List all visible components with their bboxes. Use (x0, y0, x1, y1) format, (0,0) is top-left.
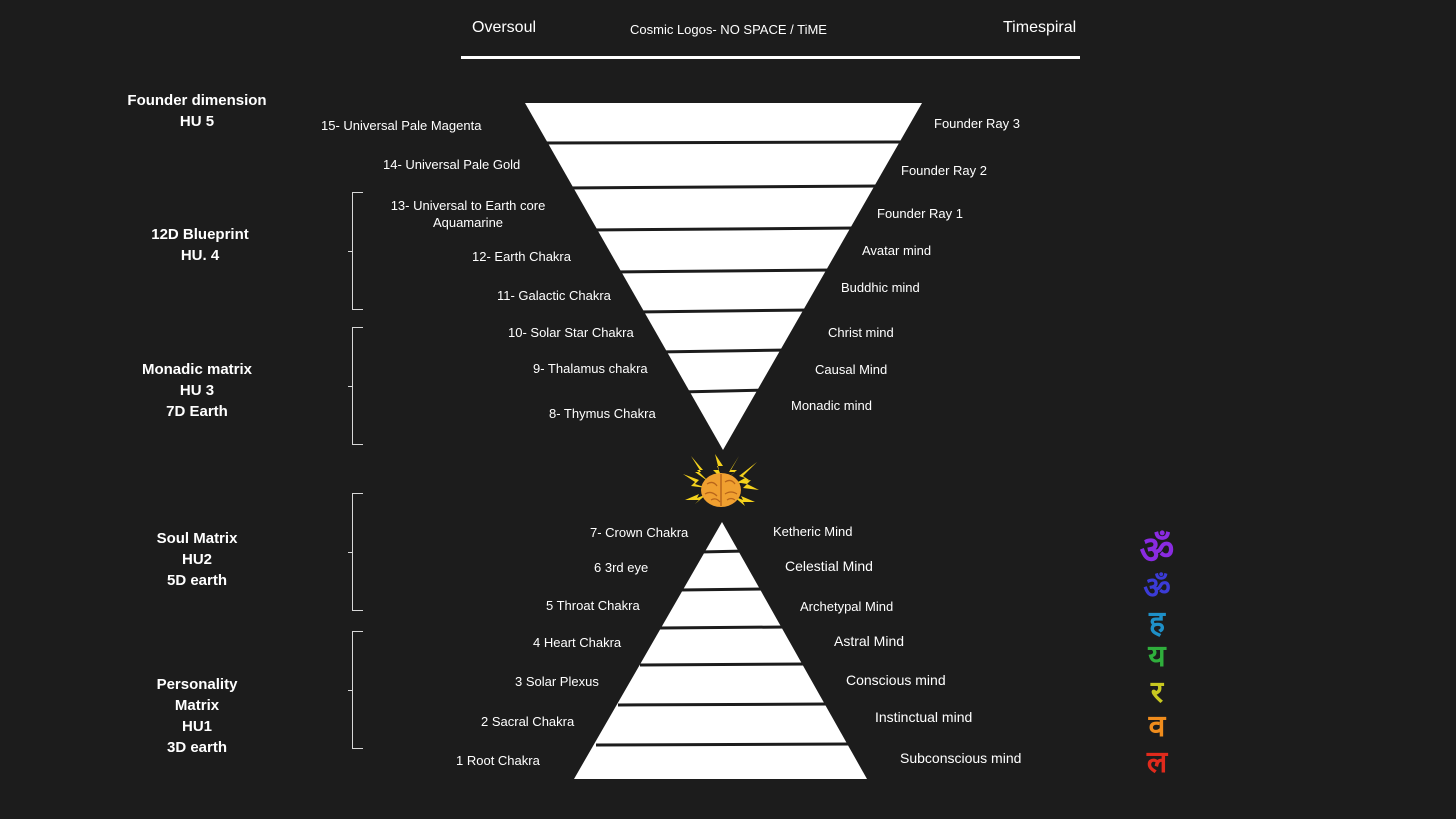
bija-lam-root-icon: ल (1146, 745, 1168, 780)
header-cosmic-logos: Cosmic Logos- NO SPACE / TiME (630, 22, 827, 37)
instinctual-mind-label: Instinctual mind (875, 709, 973, 725)
subconscious-mind-label: Subconscious mind (900, 750, 1022, 766)
bija-ram-solar-plexus-icon: र (1150, 675, 1164, 710)
chakra-8-label: 8- Thymus Chakra (549, 406, 656, 421)
bracket-12d-blueprint (348, 192, 363, 310)
group-12d-blueprint: 12D Blueprint HU. 4 (100, 224, 300, 266)
group-line: Soul Matrix (156, 530, 238, 547)
ketheric-mind-label: Ketheric Mind (773, 524, 853, 539)
christ-mind-label: Christ mind (828, 325, 894, 340)
bija-om-third-eye-icon: ॐ (1143, 571, 1171, 606)
upper-triangle-shape (525, 103, 922, 450)
celestial-mind-label: Celestial Mind (785, 558, 873, 574)
group-line: 7D Earth (166, 403, 228, 420)
bracket-personality-matrix (348, 631, 363, 749)
group-line: HU 3 (179, 382, 215, 399)
bija-vam-sacral-icon: व (1148, 709, 1166, 744)
header-oversoul: Oversoul (472, 19, 537, 36)
chakra-9-label: 9- Thalamus chakra (533, 361, 648, 376)
chakra-15-label: 15- Universal Pale Magenta (321, 118, 482, 133)
chakra-2-label: 2 Sacral Chakra (481, 714, 575, 729)
lower-triangle-shape (574, 522, 867, 779)
chakra-6-label: 6 3rd eye (594, 560, 649, 575)
chakra-5-label: 5 Throat Chakra (546, 598, 640, 613)
chakra-7-label: 7- Crown Chakra (590, 525, 689, 540)
founder-ray-3-label: Founder Ray 3 (934, 116, 1020, 131)
group-line: HU2 (181, 551, 212, 568)
chakra-13-line-1: 13- Universal to Earth core (390, 198, 546, 213)
causal-mind-label: Causal Mind (815, 362, 888, 377)
group-line: 5D earth (166, 572, 228, 589)
conscious-mind-label: Conscious mind (846, 672, 946, 688)
group-monadic-matrix: Monadic matrix HU 3 7D Earth (97, 359, 297, 422)
group-line: Matrix (174, 697, 220, 714)
brain-lightning-icon (683, 454, 759, 507)
upper-triangle-dividers (539, 140, 906, 394)
group-soul-matrix: Soul Matrix HU2 5D earth (97, 528, 297, 591)
header-timespiral: Timespiral (1003, 19, 1077, 36)
group-line: HU1 (181, 718, 212, 735)
group-line: 12D Blueprint (151, 226, 249, 243)
lower-triangle-dividers (595, 549, 852, 747)
chakra-11-label: 11- Galactic Chakra (497, 288, 611, 303)
chakra-13-label: 13- Universal to Earth core Aquamarine (378, 197, 558, 231)
group-line: Personality (156, 676, 238, 693)
chakra-14-label: 14- Universal Pale Gold (383, 157, 521, 172)
founder-ray-1-label: Founder Ray 1 (877, 206, 963, 221)
bracket-monadic-matrix (348, 327, 363, 445)
buddhic-mind-label: Buddhic mind (841, 280, 920, 295)
group-line: HU. 4 (180, 247, 220, 264)
upright-triangle (574, 522, 867, 779)
chakra-10-label: 10- Solar Star Chakra (508, 325, 634, 340)
group-line: 3D earth (166, 739, 228, 756)
header-divider (461, 56, 1080, 59)
group-line: HU 5 (179, 113, 215, 130)
chakra-12-label: 12- Earth Chakra (472, 249, 571, 264)
chakra-3-label: 3 Solar Plexus (515, 674, 599, 689)
chakra-4-label: 4 Heart Chakra (533, 635, 622, 650)
group-line: Founder dimension (127, 92, 267, 109)
bija-ham-throat-icon: ह (1149, 605, 1165, 640)
chakra-13-line-2: Aquamarine (432, 215, 504, 230)
bracket-soul-matrix (348, 493, 363, 611)
archetypal-mind-label: Archetypal Mind (800, 599, 894, 614)
monadic-mind-label: Monadic mind (791, 398, 872, 413)
bija-om-crown-icon: ॐ (1139, 528, 1175, 572)
avatar-mind-label: Avatar mind (862, 243, 932, 258)
inverted-triangle (525, 103, 922, 450)
group-personality-matrix: Personality Matrix HU1 3D earth (97, 674, 297, 758)
group-line: Monadic matrix (141, 361, 253, 378)
bija-yam-heart-icon: य (1148, 639, 1166, 674)
founder-ray-2-label: Founder Ray 2 (901, 163, 987, 178)
chakra-1-label: 1 Root Chakra (456, 753, 540, 768)
group-founder-dimension: Founder dimension HU 5 (97, 90, 297, 132)
astral-mind-label: Astral Mind (834, 633, 905, 649)
